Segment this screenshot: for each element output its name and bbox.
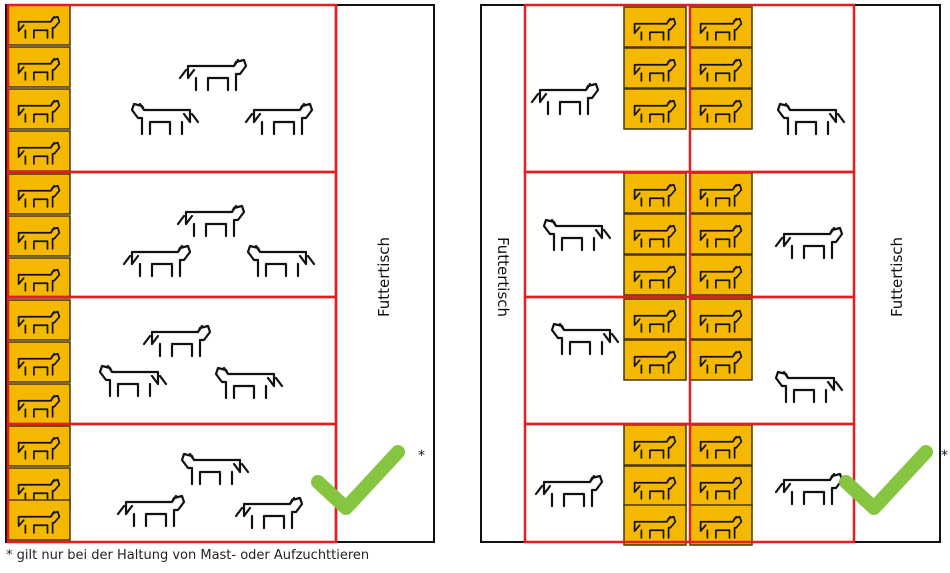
cubicle-column: [7, 4, 71, 541]
cubicle-double-column: [623, 6, 753, 546]
feed-table-label-right-layout-left-side: Futtertisch: [494, 236, 512, 318]
feed-table-label-left-layout: Futtertisch: [375, 236, 393, 318]
asterisk-marker-right: *: [941, 448, 948, 464]
checkmark-icon: [846, 452, 926, 508]
layout-right: [480, 3, 941, 546]
asterisk-marker-left: *: [418, 448, 425, 464]
free-animals: [530, 82, 844, 508]
pen-boundaries: [523, 3, 856, 544]
footnote: * gilt nur bei der Haltung von Mast- ode…: [6, 548, 370, 563]
checkmark-icon: [318, 452, 398, 508]
feed-table-label-right-layout-right-side: Futtertisch: [888, 236, 906, 318]
layout-left: [5, 3, 435, 544]
free-animals: [100, 58, 314, 530]
